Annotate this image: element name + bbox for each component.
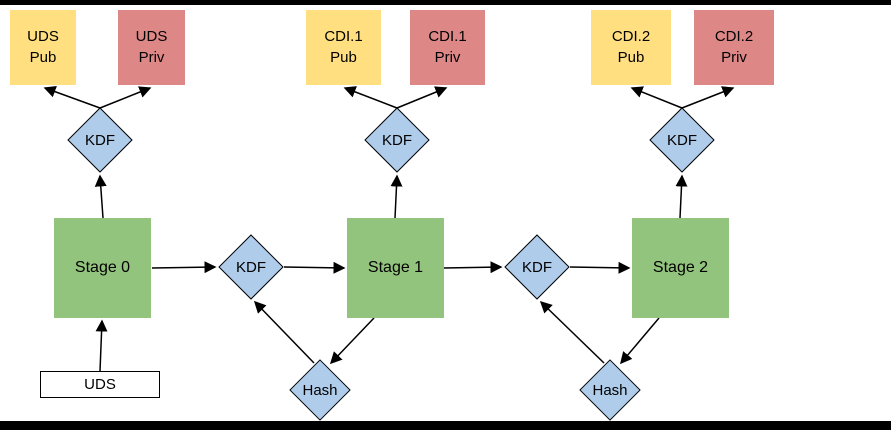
diamond-shape: [67, 107, 133, 173]
kdf-stage01-diamond: KDF: [218, 234, 284, 300]
diamond-shape: [504, 234, 570, 300]
kdf-stage01-label: KDF: [236, 258, 266, 276]
connector-stage0-to-kdf-uds: [94, 174, 107, 219]
connector-kdf-uds-to-uds-pub: [43, 85, 101, 109]
cdi1-pub-key-label: CDI.1 Pub: [324, 28, 363, 66]
connector-hash2-to-kdf-stage12: [539, 300, 605, 364]
cdi2-pub-key-box: CDI.2 Pub: [591, 10, 671, 85]
connector-kdf-stage12-to-stage2: [569, 261, 631, 274]
bottom-border: [0, 421, 891, 430]
connector-kdf-cdi2-to-cdi2-priv: [681, 86, 735, 109]
stage2-label: Stage 2: [652, 259, 709, 276]
connector-stage1-to-hash1: [329, 317, 375, 365]
diamond-shape: [289, 359, 351, 421]
hash2-diamond: Hash: [579, 359, 641, 421]
cdi1-priv-key-label: CDI.1 Priv: [428, 28, 467, 66]
uds-pub-key-box: UDS Pub: [10, 10, 76, 85]
connector-kdf-cdi1-to-cdi1-priv: [396, 86, 448, 109]
kdf-cdi1-diamond: KDF: [364, 107, 430, 173]
connector-kdf-cdi2-to-cdi2-pub: [630, 86, 683, 109]
top-border: [0, 0, 891, 5]
kdf-cdi1-label: KDF: [382, 131, 412, 149]
uds-pub-key-label: UDS Pub: [27, 28, 59, 66]
stage2-box: Stage 2: [632, 218, 729, 318]
connector-stage2-to-hash2: [620, 317, 660, 365]
uds-priv-key-box: UDS Priv: [118, 10, 185, 85]
kdf-cdi2-label: KDF: [667, 131, 697, 149]
cdi2-pub-key-label: CDI.2 Pub: [611, 28, 651, 66]
diamond-shape: [364, 107, 430, 173]
cdi2-priv-key-label: CDI.2 Priv: [714, 28, 754, 66]
uds-priv-key-label: UDS Priv: [135, 28, 168, 66]
stage1-label: Stage 1: [367, 259, 424, 276]
diamond-shape: [579, 359, 641, 421]
uds-seed-label: UDS: [84, 376, 116, 393]
hash1-label: Hash: [302, 381, 338, 399]
uds-seed-box: UDS: [40, 371, 160, 398]
connector-kdf-uds-to-uds-priv: [99, 86, 152, 109]
kdf-stage12-diamond: KDF: [504, 234, 570, 300]
connector-stage1-to-kdf-stage12: [443, 261, 503, 274]
hash1-diamond: Hash: [289, 359, 351, 421]
connector-stage2-to-kdf-cdi2: [675, 174, 688, 219]
cdi1-pub-key-box: CDI.1 Pub: [306, 10, 381, 85]
kdf-uds-label: KDF: [85, 131, 115, 149]
connector-hash1-to-kdf-stage01: [253, 300, 315, 364]
cdi1-priv-key-box: CDI.1 Priv: [410, 10, 485, 85]
cdi2-priv-key-box: CDI.2 Priv: [694, 10, 774, 85]
kdf-stage12-label: KDF: [522, 258, 552, 276]
connector-kdf-cdi1-to-cdi1-pub: [343, 86, 398, 109]
connector-kdf-stage01-to-stage1: [283, 261, 346, 274]
connector-stage0-to-kdf-stage01: [151, 261, 217, 274]
stage1-box: Stage 1: [347, 218, 444, 318]
connector-stage1-to-kdf-cdi1: [390, 174, 403, 219]
diamond-shape: [649, 107, 715, 173]
kdf-cdi2-diamond: KDF: [649, 107, 715, 173]
hash2-label: Hash: [592, 381, 628, 399]
kdf-uds-diamond: KDF: [67, 107, 133, 173]
stage0-label: Stage 0: [74, 259, 131, 276]
stage0-box: Stage 0: [54, 218, 151, 318]
connector-uds-to-stage0: [95, 319, 108, 372]
diamond-shape: [218, 234, 284, 300]
